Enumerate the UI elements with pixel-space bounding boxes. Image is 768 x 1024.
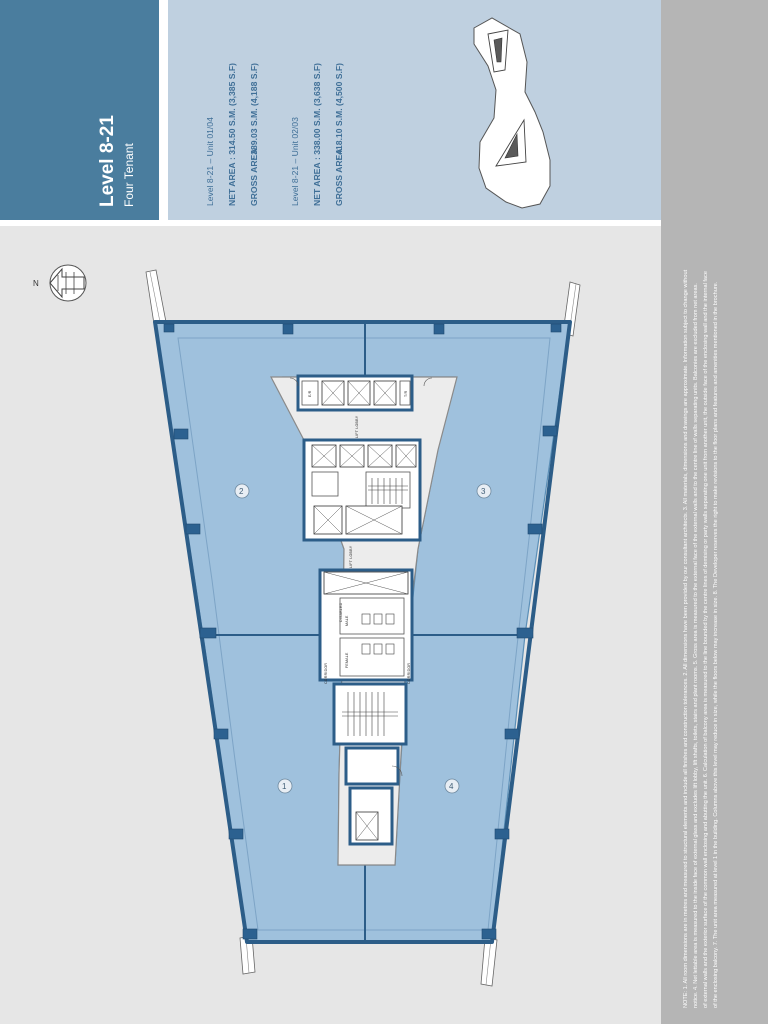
- unit-marker-1: [277, 778, 293, 794]
- note-line-4: of the enclosing balcony. 7. The unit ar…: [713, 281, 719, 1008]
- male-toilet-label: MALE: [345, 615, 349, 626]
- column: [504, 728, 520, 740]
- unit-number-1: 1: [282, 782, 287, 791]
- column: [163, 323, 175, 333]
- column: [494, 828, 510, 840]
- electrical-room: [301, 380, 319, 406]
- wc-fixture: [361, 613, 371, 625]
- column: [481, 928, 497, 940]
- column: [542, 425, 558, 437]
- legal-notes: NOTE: 1. All room dimensions are in metr…: [683, 269, 719, 1008]
- central-core: E/R T/R LIFT LOBBY: [270, 374, 458, 866]
- page-subtitle: Four Tenant: [122, 143, 136, 207]
- key-plan-tower-south: [495, 118, 527, 167]
- unit-number-4: 4: [449, 782, 454, 791]
- unit-01-04-gross-value: : 389.03 S.M. (4,188 S.F): [249, 63, 259, 160]
- stair-core-upper: [365, 471, 411, 509]
- middle-lifts: [311, 444, 417, 468]
- column: [550, 323, 562, 333]
- wc-fixture: [385, 613, 395, 625]
- column: [242, 928, 258, 940]
- column: [228, 828, 244, 840]
- wc-fixture: [373, 643, 383, 655]
- lower-lift-lobby-label: LIFT LOBBY: [349, 545, 353, 568]
- disabled-toilet-label: DISABLED: [339, 602, 343, 622]
- note-line-1: NOTE: 1. All room dimensions are in metr…: [683, 269, 689, 1008]
- column: [516, 627, 534, 639]
- stair-core-lower: [342, 692, 398, 736]
- compass-north-letter: N: [33, 279, 39, 288]
- note-line-3: of external walls and the exterior surfa…: [703, 271, 709, 1008]
- key-plan-tower-south-highlight: [504, 132, 519, 159]
- door-swing: [423, 377, 433, 387]
- male-toilet: [339, 597, 405, 635]
- compass-arrow-icon: [49, 267, 85, 299]
- key-plan-map: [473, 17, 551, 209]
- column: [282, 323, 294, 335]
- column: [199, 627, 217, 639]
- female-toilet-label: FEMALE: [345, 652, 349, 668]
- note-line-2: notice. 4. Net lettable area is measured…: [693, 283, 699, 1008]
- electrical-room-label: E/R: [308, 390, 312, 397]
- column: [527, 523, 543, 535]
- area-schedule-unit-02-03: Level 8-21 – Unit 02/03 NET AREA : 338.0…: [290, 63, 344, 206]
- area-info-panel: [168, 0, 661, 220]
- unit-01-04-gross-label: GROSS AREA: [249, 149, 259, 206]
- telecom-room-label: T/R: [404, 390, 408, 397]
- female-toilet: [339, 637, 405, 677]
- unit-02-03-net-value: : 338.00 S.M. (3,638 S.F): [312, 63, 322, 160]
- upper-lift-lobby-label: LIFT LOBBY: [355, 415, 359, 438]
- page-title: Level 8-21: [97, 115, 118, 207]
- service-room: [311, 471, 339, 497]
- unit-markers: 1 2 3 4: [234, 483, 492, 794]
- column: [185, 523, 201, 535]
- column: [433, 323, 445, 335]
- upper-lifts: [321, 380, 397, 406]
- unit-number-3: 3: [481, 487, 486, 496]
- wc-fixture: [385, 643, 395, 655]
- wc-fixture: [373, 613, 383, 625]
- unit-marker-3: [476, 483, 492, 499]
- area-schedule-unit-01-04: Level 8-21 – Unit 01/04 NET AREA : 314.5…: [205, 63, 259, 206]
- unit-01-04-net-value: : 314.50 S.M. (3,385 S.F): [227, 63, 237, 160]
- column: [173, 428, 189, 440]
- unit-02-03-gross-value: : 418.10 S.M. (4,500 S.F): [334, 63, 344, 160]
- unit-marker-4: [444, 778, 460, 794]
- corridor-right-label: CORRIDOR: [407, 663, 411, 684]
- unit-marker-2: [234, 483, 250, 499]
- door-swing: [289, 377, 299, 387]
- unit-number-2: 2: [239, 487, 244, 496]
- corridor-left-label: CORRIDOR: [324, 663, 328, 684]
- unit-01-04-heading: Level 8-21 – Unit 01/04: [205, 117, 215, 206]
- wc-fixture: [361, 643, 371, 655]
- unit-01-04-net-label: NET AREA: [227, 162, 237, 206]
- telecom-room: [399, 380, 411, 406]
- north-compass: N: [33, 264, 87, 302]
- unit-02-03-net-label: NET AREA: [312, 162, 322, 206]
- column: [213, 728, 229, 740]
- title-panel: [0, 0, 159, 220]
- toilets: MALE FEMALE DISABLED: [339, 597, 405, 677]
- notes-panel: [661, 0, 768, 1024]
- unit-02-03-heading: Level 8-21 – Unit 02/03: [290, 117, 300, 206]
- key-plan-tower-north-core: [493, 37, 503, 63]
- structural-columns: [163, 323, 562, 940]
- unit-02-03-gross-label: GROSS AREA: [334, 149, 344, 206]
- lower-stair-core: [332, 682, 408, 746]
- door-swing: [391, 765, 403, 777]
- riser-room: [344, 746, 400, 786]
